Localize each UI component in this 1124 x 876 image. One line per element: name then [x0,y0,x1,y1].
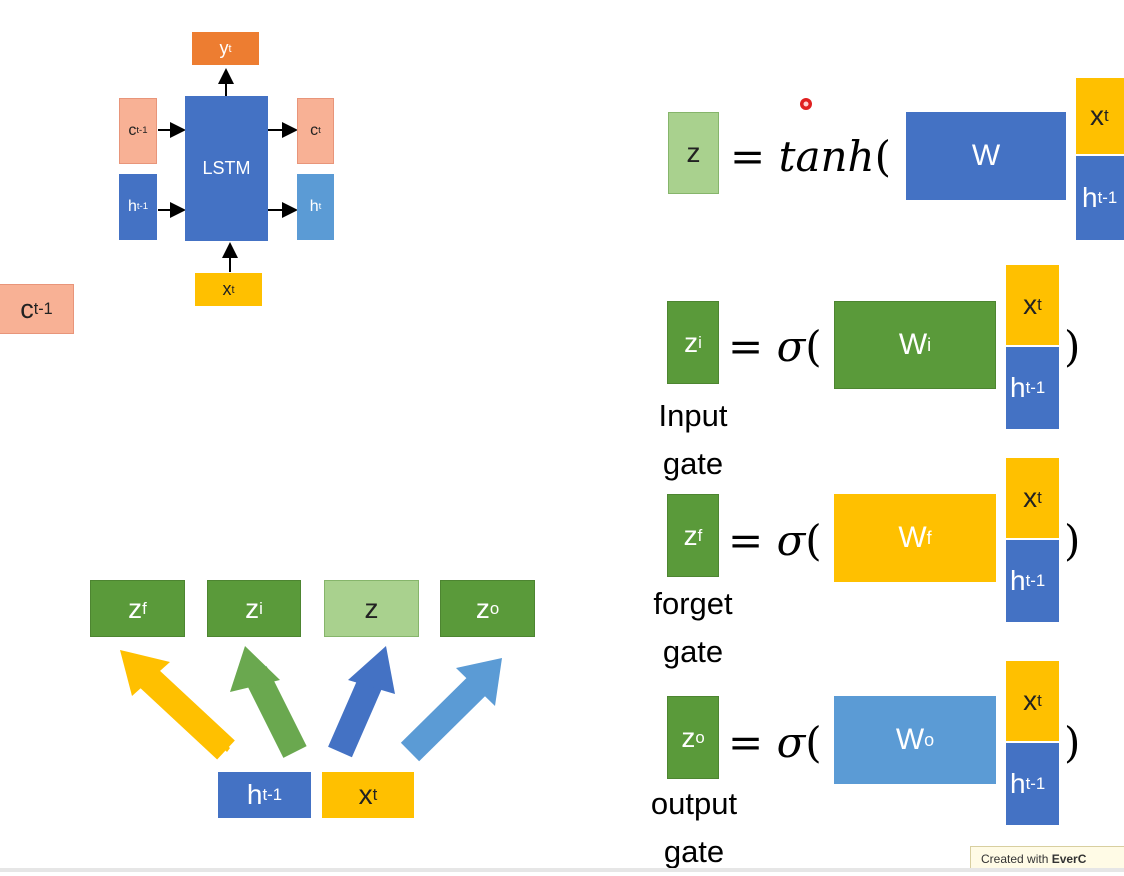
eq0-lhs-box: z [668,112,719,194]
watermark-brand: EverC [1051,852,1087,866]
watermark-prefix: Created with [981,852,1052,866]
x-input-label: x [222,279,232,299]
eq1-equals: = [728,322,764,371]
eq0-function: tanh [778,132,875,181]
eq0-x-label: x [1090,100,1104,131]
eq0-weight-box: W [906,112,1066,200]
eq1-gate-line2: gate [662,446,724,481]
eq1-close-paren: ) [1064,322,1081,371]
z-label: z [364,592,379,624]
eq1-function: σ [776,322,806,371]
gate-arrows [120,646,502,762]
cursor-pointer-icon [800,98,812,110]
arrow-to-z [328,646,395,758]
cell-state-label: c [20,293,34,324]
eq3-equals: = [728,718,764,767]
eq2-gate-line2: gate [662,634,724,669]
h-prev-label: h [246,779,263,810]
eq2-weight-label: W [898,521,927,554]
arrow-to-zi [230,646,307,758]
h-input-label: h [127,198,137,215]
eq1-x-label: x [1023,289,1038,320]
x-current-label: x [358,779,373,810]
eq2-function: σ [776,516,806,565]
eq3-x-label: x [1023,685,1038,716]
eq2-operator: = σ( [728,520,822,562]
lstm-cell-label: LSTM [202,158,251,178]
zo-label: z [475,592,490,624]
eq1-gate-caption: Input gate [640,392,746,488]
eq3-operator: = σ( [728,722,822,764]
eq2-gate-line1: forget [653,586,733,621]
eq3-h-label: h [1010,768,1026,799]
zi-label: z [245,592,260,624]
bottom-bar [0,868,1124,872]
arrow-to-zo [400,658,502,762]
eq2-x-label: x [1023,482,1038,513]
eq1-gate-line1: Input [658,398,728,433]
eq3-gate-line1: output [650,786,738,821]
eq3-close-paren: ) [1064,718,1081,767]
eq1-open-paren: ( [805,322,822,371]
eq3-weight-label: W [895,723,925,756]
watermark-badge: Created with EverC [970,846,1124,872]
c-input-label: c [128,122,137,139]
eq2-open-paren: ( [805,516,822,565]
lstm-arrows [158,68,298,272]
h-output-label: h [309,198,319,215]
eq2-equals: = [728,516,764,565]
eq0-h-label: h [1082,182,1098,213]
eq0-lhs-label: z [686,137,701,168]
lstm-cell-box: LSTM [185,96,268,241]
eq2-lhs-label: z [683,519,698,551]
zf-label: z [128,592,143,624]
eq2-gate-caption: forget gate [638,580,748,676]
eq1-weight-label: W [898,328,928,361]
eq3-function: σ [776,718,806,767]
eq0-open-paren: ( [874,132,891,181]
eq1-lhs-label: z [684,326,699,358]
eq2-close-paren: ) [1064,516,1081,565]
eq3-open-paren: ( [805,718,822,767]
eq1-operator: = σ( [728,326,822,368]
c-output-label: c [310,122,319,139]
y-output-label: y [219,38,229,58]
eq3-gate-line2: gate [663,834,725,869]
z-box: z [324,580,419,637]
eq0-equals: = [730,132,766,181]
eq1-h-label: h [1010,372,1026,403]
eq3-lhs-label: z [681,721,696,753]
eq2-h-label: h [1010,565,1026,596]
eq0-operator: = tanh( [730,136,891,178]
arrow-to-zf [120,650,235,760]
eq0-weight-label: W [971,139,1001,172]
eq3-gate-caption: output gate [636,780,752,876]
